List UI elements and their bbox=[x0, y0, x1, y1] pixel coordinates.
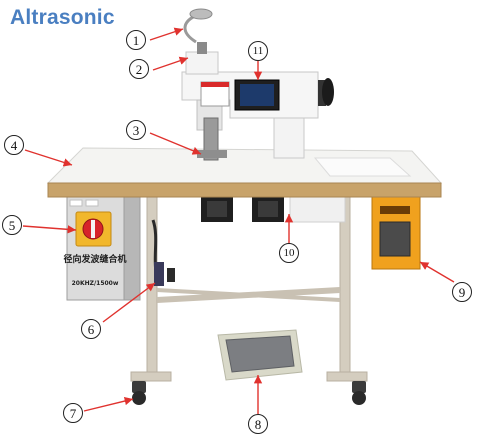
control-panel bbox=[371, 196, 421, 270]
brand-logo: Altrasonic bbox=[10, 6, 115, 29]
callout-8: 8 bbox=[248, 414, 268, 434]
cables bbox=[151, 219, 175, 286]
callout-5: 5 bbox=[2, 215, 22, 235]
table-top bbox=[46, 147, 443, 198]
callout-6: 6 bbox=[81, 319, 101, 339]
generator-spec: 20KHZ/1500w bbox=[72, 280, 119, 287]
callout-9: 9 bbox=[452, 282, 472, 302]
generator-label: 径向发波缝合机 bbox=[63, 253, 126, 265]
callout-4: 4 bbox=[4, 135, 24, 155]
leader-lines bbox=[22, 27, 455, 414]
generator-box: 径向发波缝合机 20KHZ/1500w bbox=[63, 195, 141, 301]
callout-11: 11 bbox=[248, 41, 268, 61]
callout-1: 1 bbox=[126, 30, 146, 50]
callout-2: 2 bbox=[129, 59, 149, 79]
callout-3: 3 bbox=[126, 120, 146, 140]
callout-10: 10 bbox=[279, 243, 299, 263]
cooling-fans bbox=[201, 195, 346, 223]
foot-pedal bbox=[217, 329, 303, 381]
sewing-head bbox=[181, 8, 334, 161]
caster-wheels bbox=[132, 381, 366, 405]
callout-7: 7 bbox=[63, 403, 83, 423]
